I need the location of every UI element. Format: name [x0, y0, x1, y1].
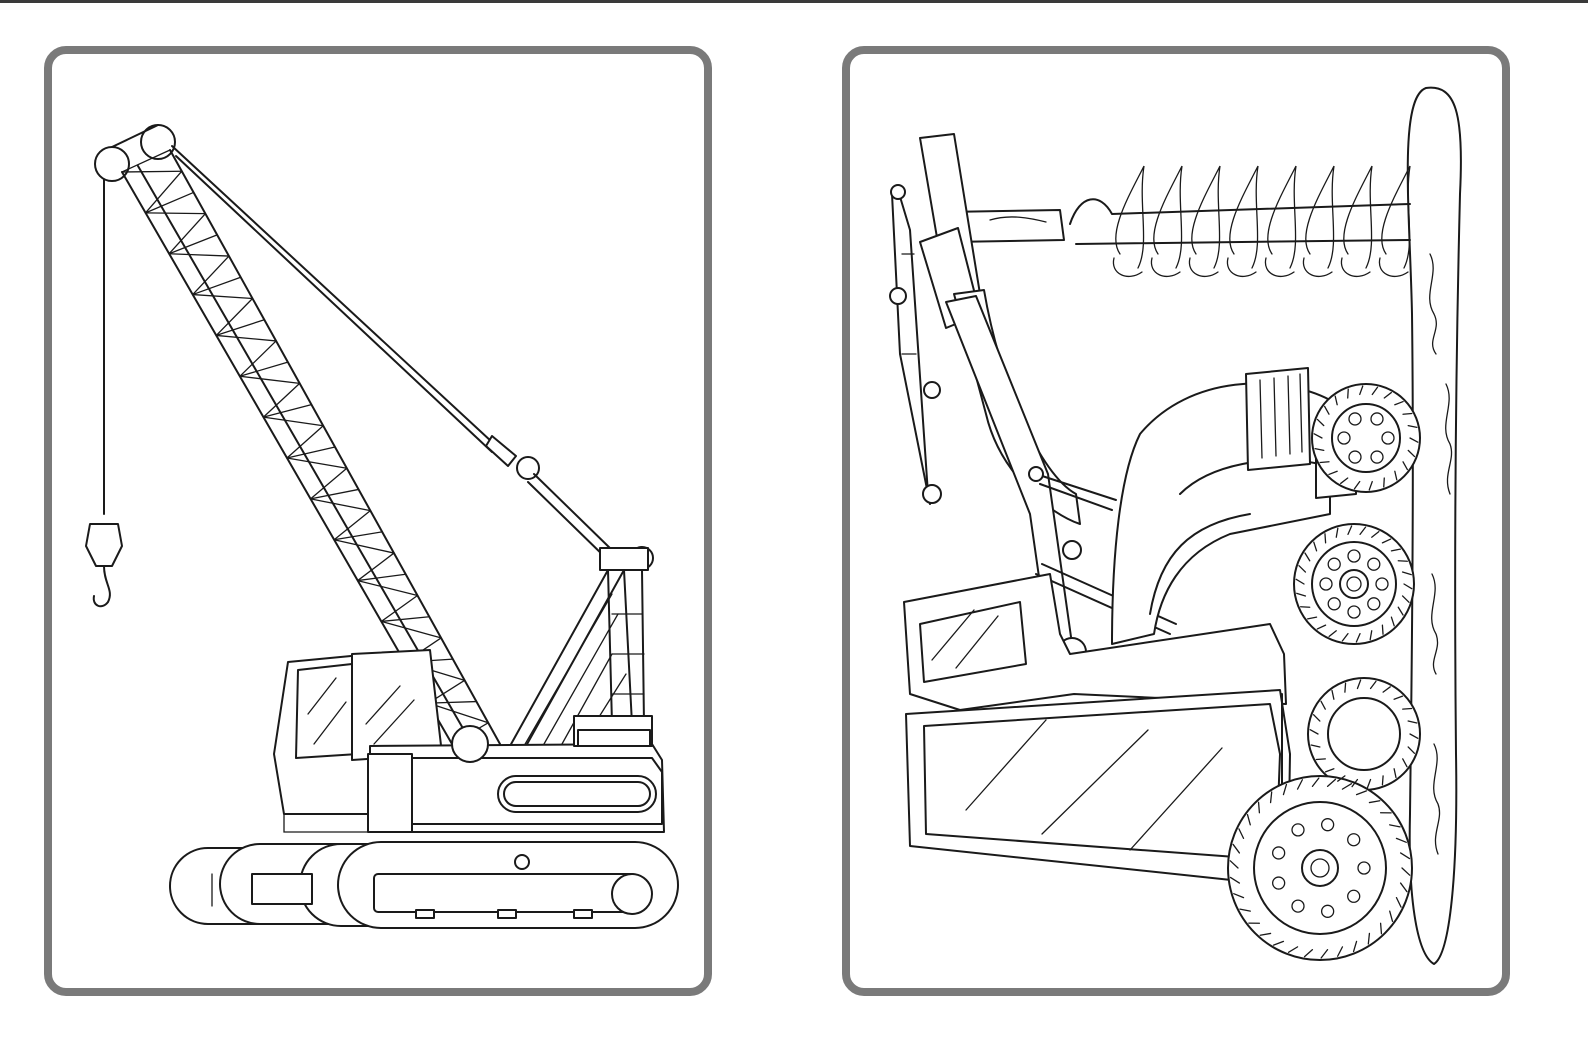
- crawler-track: [169, 841, 679, 929]
- auger-drill-vehicle-icon: [889, 86, 1462, 965]
- coloring-page-right: [842, 46, 1510, 996]
- crawler-crane-icon: [85, 124, 679, 929]
- wheel: [1227, 383, 1421, 961]
- coloring-page-left: [44, 46, 712, 996]
- top-border-line: [0, 0, 1588, 3]
